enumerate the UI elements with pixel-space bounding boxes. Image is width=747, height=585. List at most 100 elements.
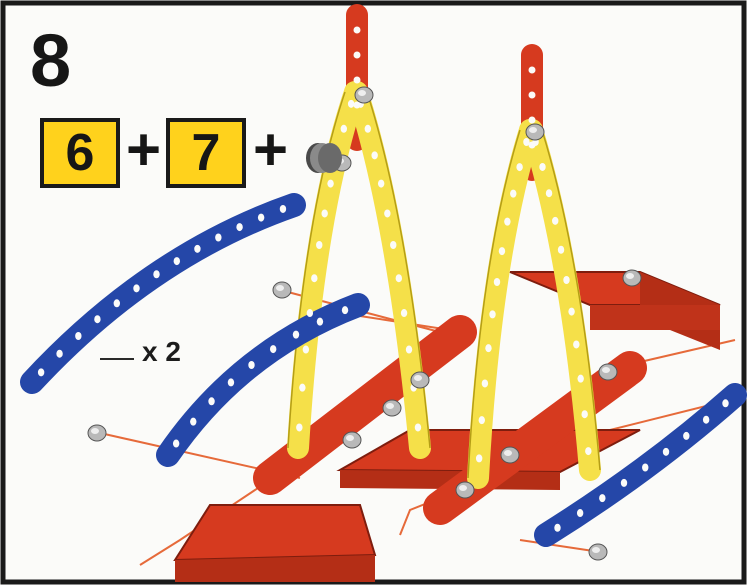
strip-hole <box>228 378 234 386</box>
strip-hole <box>299 384 305 392</box>
strip-hole <box>38 368 44 376</box>
strip-hole <box>174 257 180 265</box>
bolt <box>343 432 361 448</box>
strip-hole <box>516 163 522 171</box>
strip-hole <box>173 440 179 448</box>
strip-hole <box>190 418 196 426</box>
strip-hole <box>371 151 377 159</box>
strip-hole <box>311 274 317 282</box>
strip-hole <box>321 209 327 217</box>
red-flat-plate <box>175 505 375 582</box>
step-reference-box: 6 <box>40 118 120 188</box>
strip-hole <box>703 416 709 424</box>
strip-hole <box>581 410 587 418</box>
spool-part <box>306 143 342 173</box>
strip-hole <box>539 163 545 171</box>
quantity-label: x 2 <box>142 336 181 368</box>
strip-hole <box>354 52 361 59</box>
strip-hole <box>293 331 299 339</box>
strip-hole <box>476 454 482 462</box>
strip-hole <box>510 190 516 198</box>
strip-hole <box>114 299 120 307</box>
strip-hole <box>341 125 347 133</box>
strip-hole <box>342 306 348 314</box>
strip-hole <box>348 100 354 108</box>
strip-hole <box>415 423 421 431</box>
strip-hole <box>354 77 361 84</box>
bolt <box>589 544 607 560</box>
strip-hole <box>546 189 552 197</box>
strip-hole <box>485 344 491 352</box>
strip-hole <box>558 246 564 254</box>
step-number: 8 <box>30 24 69 98</box>
strip-hole <box>529 67 536 74</box>
strip-hole <box>663 448 669 456</box>
strip-hole <box>396 274 402 282</box>
strip-hole <box>153 270 159 278</box>
strip-hole <box>56 350 62 358</box>
bolt <box>383 400 401 416</box>
strip-hole <box>296 423 302 431</box>
plus-sign: + <box>253 118 288 182</box>
strip-hole <box>280 205 286 213</box>
strip-hole <box>585 447 591 455</box>
bolt <box>88 425 106 441</box>
bolt <box>273 282 291 298</box>
strip-hole <box>390 241 396 249</box>
strip-hole <box>208 397 214 405</box>
strip-hole <box>303 346 309 354</box>
strip-hole <box>406 346 412 354</box>
strip-hole <box>327 180 333 188</box>
strip-hole <box>236 223 242 231</box>
strip-hole <box>215 234 221 242</box>
strip-hole <box>568 308 574 316</box>
strip-hole <box>621 479 627 487</box>
strip-hole <box>365 125 371 133</box>
strip-hole <box>577 509 583 517</box>
quantity-pointer-line <box>100 358 134 360</box>
strip-hole <box>401 309 407 317</box>
strip-hole <box>499 247 505 255</box>
bolt <box>355 87 373 103</box>
strip-hole <box>489 310 495 318</box>
strip-hole <box>316 241 322 249</box>
step-reference-box: 7 <box>166 118 246 188</box>
strip-hole <box>529 92 536 99</box>
strip-hole <box>573 340 579 348</box>
strip-hole <box>529 142 536 149</box>
strip-hole <box>270 345 276 353</box>
strip-hole <box>494 278 500 286</box>
bolt <box>599 364 617 380</box>
strip-hole <box>482 379 488 387</box>
strip-hole <box>722 399 728 407</box>
strip-hole <box>599 494 605 502</box>
bolt <box>456 482 474 498</box>
strip-hole <box>552 217 558 225</box>
bolt <box>526 124 544 140</box>
strip-hole <box>258 214 264 222</box>
strip-hole <box>529 117 536 124</box>
strip-hole <box>307 309 313 317</box>
strip-hole <box>133 284 139 292</box>
bolt <box>623 270 641 286</box>
plus-sign: + <box>126 118 161 182</box>
strip-hole <box>94 315 100 323</box>
strip-hole <box>194 245 200 253</box>
bolt <box>411 372 429 388</box>
strip-hole <box>384 209 390 217</box>
strip-hole <box>354 102 361 109</box>
strip-hole <box>642 464 648 472</box>
strip-hole <box>479 416 485 424</box>
strip-hole <box>317 318 323 326</box>
strip-hole <box>75 332 81 340</box>
strip-hole <box>354 27 361 34</box>
strip-hole <box>248 361 254 369</box>
bolt <box>501 447 519 463</box>
strip-hole <box>577 375 583 383</box>
strip-hole <box>683 432 689 440</box>
strip-hole <box>563 276 569 284</box>
strip-hole <box>504 218 510 226</box>
strip-hole <box>554 524 560 532</box>
